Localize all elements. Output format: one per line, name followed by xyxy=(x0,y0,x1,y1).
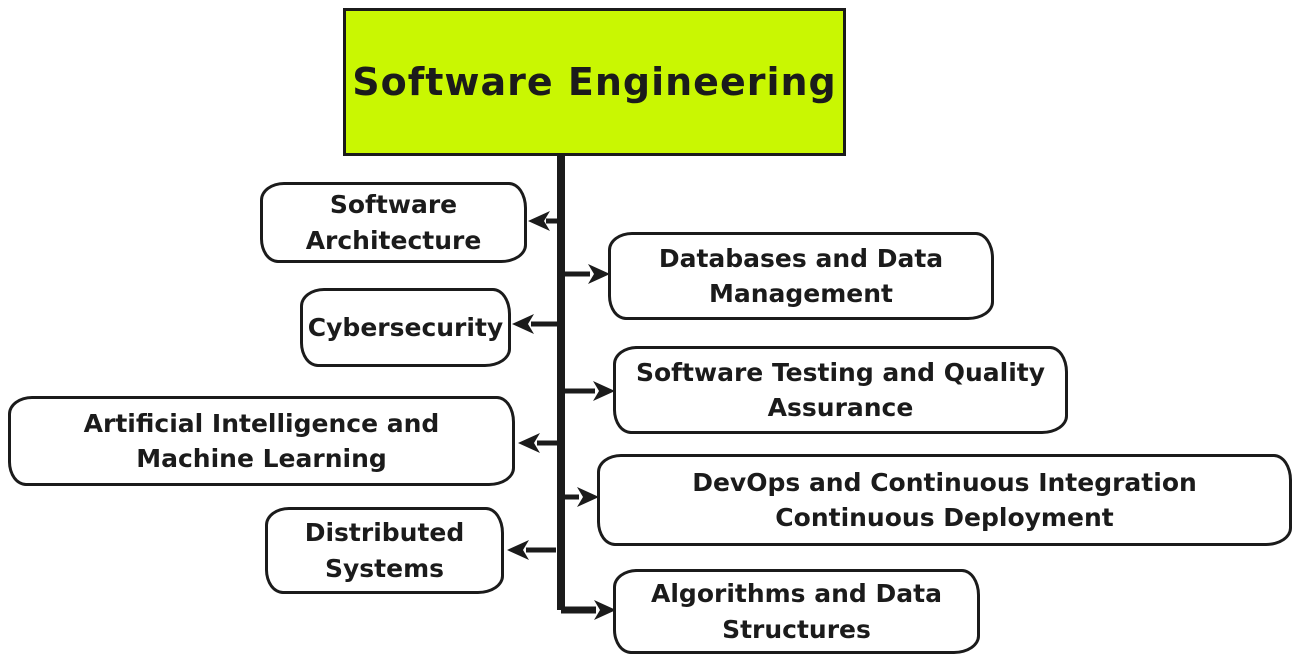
node-software-testing-qa[interactable]: Software Testing and Quality Assurance xyxy=(613,346,1068,434)
arrowhead-right-devops xyxy=(577,487,599,507)
arrowhead-left-software-architecture xyxy=(528,211,550,231)
node-software-architecture[interactable]: Software Architecture xyxy=(260,182,527,263)
node-label: Software Testing and Quality Assurance xyxy=(635,357,1046,423)
node-label: Algorithms and Data Structures xyxy=(651,579,942,644)
node-cybersecurity[interactable]: Cybersecurity xyxy=(300,288,511,367)
node-label: DevOps and Continuous Integration Contin… xyxy=(692,467,1197,533)
node-label: Databases and Data Management xyxy=(658,243,944,309)
node-label: Cybersecurity xyxy=(307,312,504,342)
node-distributed-systems[interactable]: Distributed Systems xyxy=(265,507,504,594)
root-node-label: Software Engineering xyxy=(352,60,837,104)
arrowhead-left-ai-ml xyxy=(518,433,540,453)
node-label: Distributed Systems xyxy=(304,518,465,583)
node-ai-ml[interactable]: Artificial Intelligence and Machine Lear… xyxy=(8,396,515,486)
arrowhead-left-cybersecurity xyxy=(512,314,534,334)
root-node-software-engineering[interactable]: Software Engineering xyxy=(343,8,846,156)
node-databases-data-management[interactable]: Databases and Data Management xyxy=(608,232,994,320)
node-label: Software Architecture xyxy=(305,190,482,255)
arrowhead-right-databases xyxy=(588,264,610,284)
node-devops-cicd[interactable]: DevOps and Continuous Integration Contin… xyxy=(597,454,1292,546)
node-algorithms-data-structures[interactable]: Algorithms and Data Structures xyxy=(613,569,980,654)
node-label: Artificial Intelligence and Machine Lear… xyxy=(83,408,440,474)
arrowhead-left-distributed-systems xyxy=(507,540,529,560)
arrowhead-right-software-testing xyxy=(593,381,615,401)
